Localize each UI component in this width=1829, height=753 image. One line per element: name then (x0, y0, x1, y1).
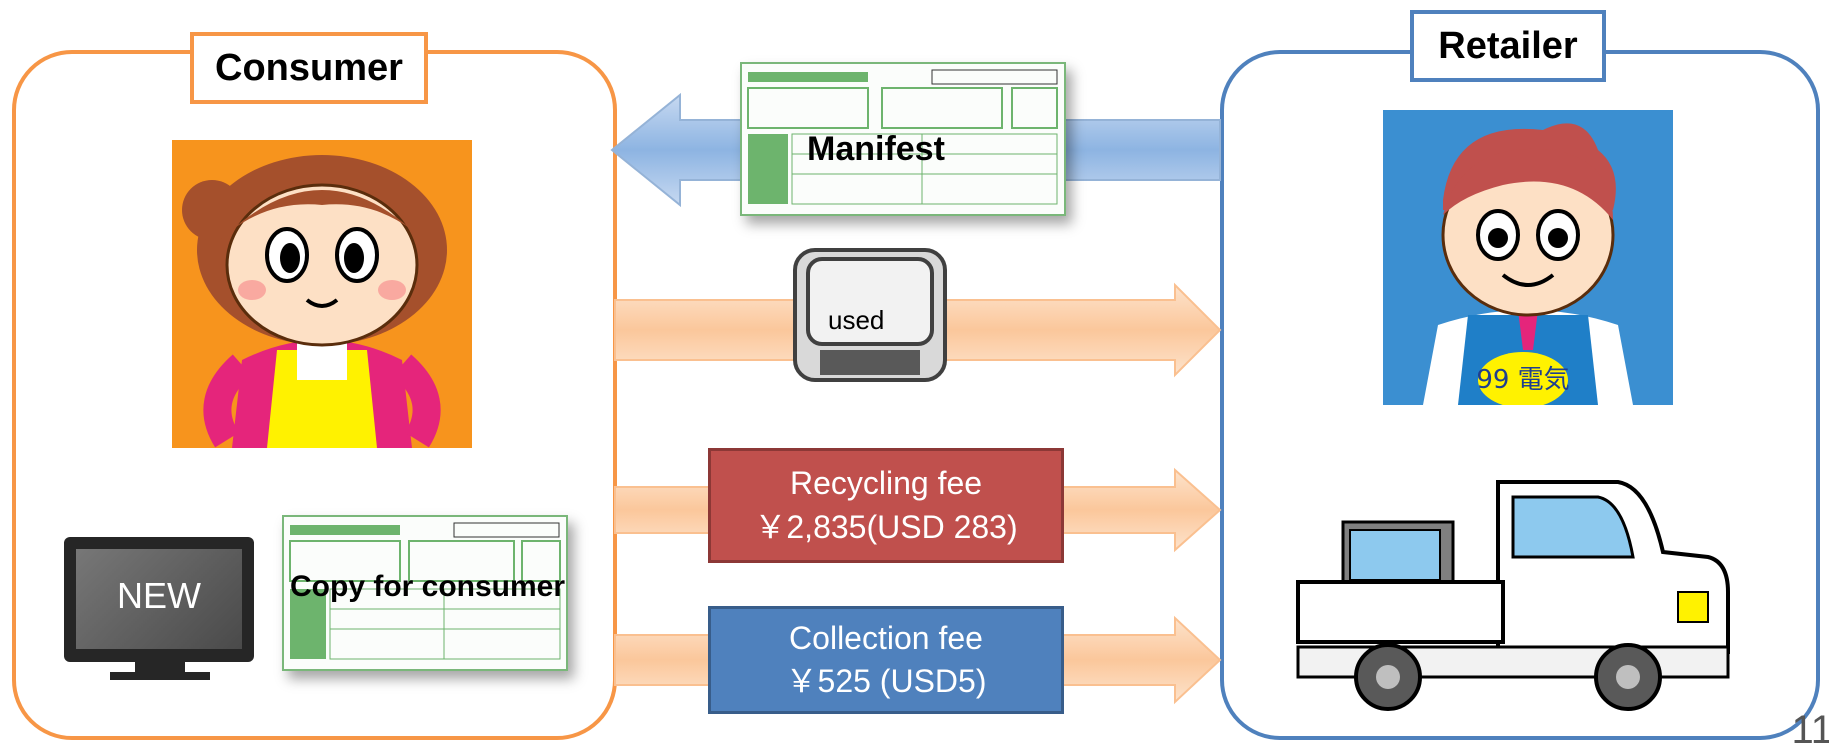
retailer-label: Retailer (1410, 10, 1606, 82)
manifest-document (740, 62, 1066, 216)
retailer-man-illustration: 99 電気 (1383, 110, 1673, 405)
used-tv-icon (793, 248, 947, 382)
new-tv-label: NEW (117, 575, 201, 616)
consumer-label: Consumer (190, 32, 428, 104)
consumer-copy-document (282, 515, 568, 671)
new-tv-base (110, 672, 210, 680)
consumer-woman-illustration (172, 140, 472, 448)
manifest-label: Manifest (807, 130, 945, 168)
copy-for-consumer-label: Copy for consumer (290, 570, 566, 603)
new-tv-stand (135, 662, 185, 672)
recycling-fee-box: Recycling fee ￥2,835(USD 283) (708, 448, 1064, 563)
recycling-fee-title: Recycling fee (789, 465, 983, 502)
used-tv-label: used (828, 305, 885, 335)
new-tv-icon: NEW (64, 537, 254, 662)
page-number: 11 (1791, 708, 1829, 752)
collection-fee-title: Collection fee (789, 619, 983, 656)
collection-fee-amount: ￥525 (USD5) (785, 663, 987, 699)
collection-fee-box: Collection fee ￥525 (USD5) (708, 606, 1064, 714)
apron-text: 99 電気 (1476, 365, 1569, 395)
recycling-fee-amount: ￥2,835(USD 283) (754, 508, 1018, 545)
truck-illustration (1296, 480, 1730, 711)
